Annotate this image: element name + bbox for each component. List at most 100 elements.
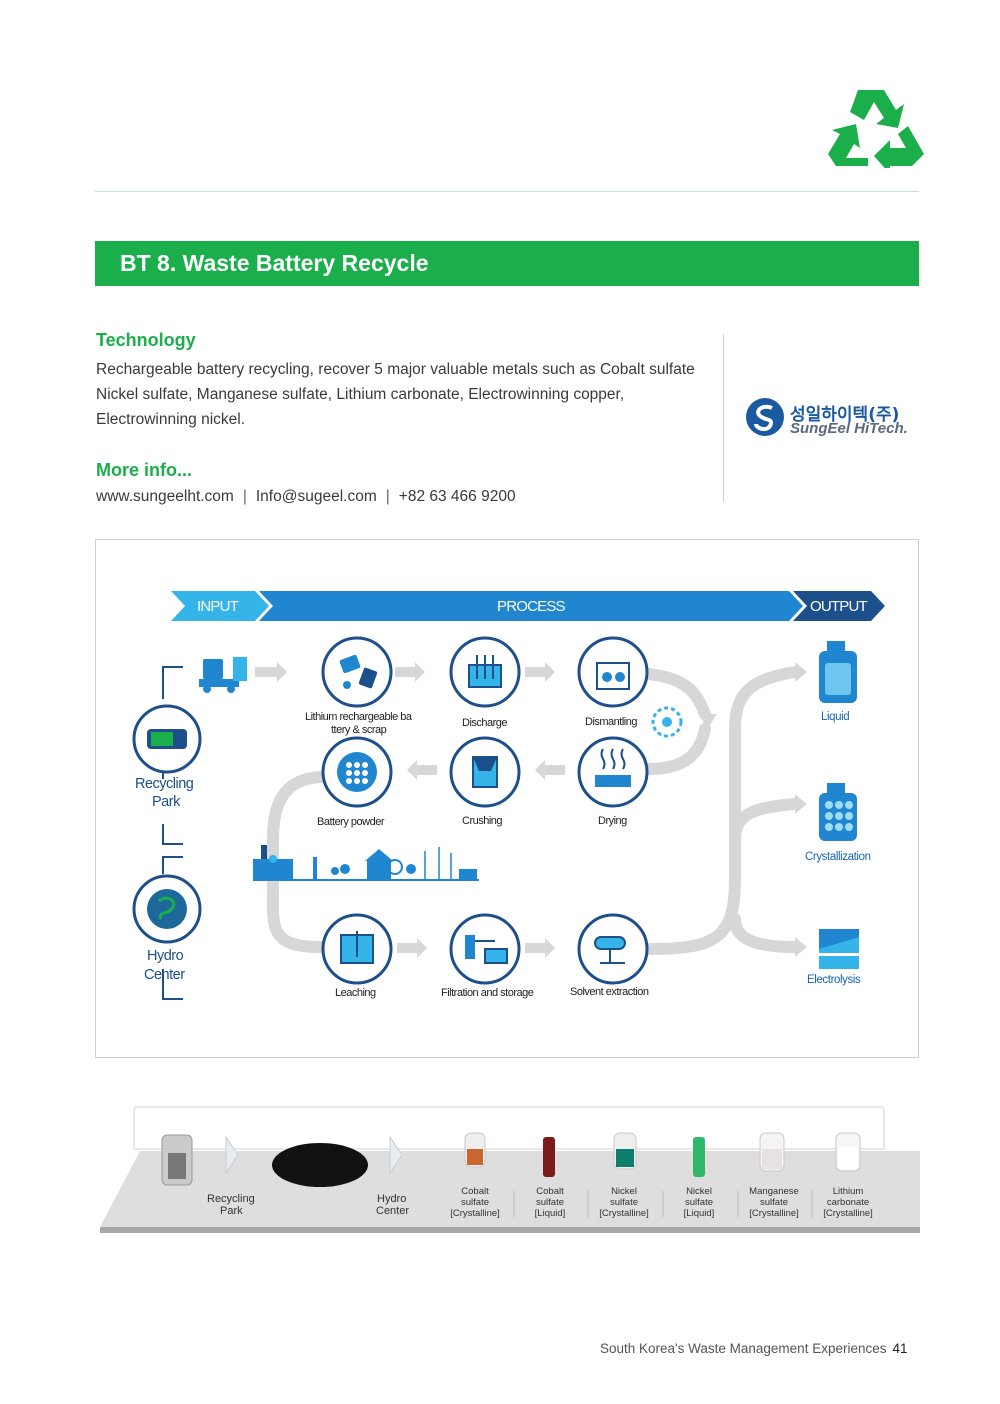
hydro-center-label-1: Hydro (147, 948, 184, 964)
filtration-icon (465, 935, 508, 964)
step-drying-circle (577, 736, 649, 808)
top-divider (95, 191, 919, 192)
input-band (171, 591, 269, 621)
product-2-line-2: sulfate (536, 1197, 564, 1208)
crystallization-bottle-icon (819, 783, 857, 841)
product-5-line-3: [Crystalline] (749, 1208, 799, 1219)
leaching-tank-icon (340, 931, 374, 964)
step-dismantling-label: Dismantling (585, 716, 637, 728)
powder-icon (337, 752, 377, 792)
cobalt-sulfate-liquid-vial-icon (543, 1137, 555, 1177)
step-crushing-label: Crushing (462, 815, 502, 827)
nickel-sulfate-crystalline-jar-icon (613, 1132, 637, 1170)
process-diagram: INPUT PROCESS OUTPUT (132, 591, 885, 1000)
recycling-park-label-1: Recycling (135, 776, 194, 792)
gear-icon (651, 706, 683, 738)
step-battery-powder-label: Battery powder (317, 816, 385, 828)
company-name-korean: 성일하이텍(주) (790, 405, 900, 425)
product-6-line-2: carbonate (827, 1197, 869, 1208)
flow-arrow (643, 723, 711, 775)
nickel-sulfate-liquid-vial-icon (693, 1137, 705, 1177)
footer-text: South Korea's Waste Management Experienc… (600, 1341, 887, 1356)
lithium-carbonate-crystalline-jar-icon (835, 1132, 861, 1172)
step-drying-label: Drying (598, 815, 627, 827)
vertical-divider (723, 334, 724, 502)
process-band-label: PROCESS (497, 598, 566, 615)
battery-scrap-icon (339, 654, 378, 689)
black-powder-icon (272, 1143, 368, 1187)
product-1-line-1: Cobalt (461, 1186, 489, 1197)
technology-description: Rechargeable battery recycling, recover … (96, 361, 695, 428)
page-footer: South Korea's Waste Management Experienc… (600, 1341, 908, 1356)
manganese-sulfate-crystalline-jar-icon (759, 1132, 785, 1172)
output-liquid-label: Liquid (821, 711, 849, 723)
process-diagram-frame (95, 539, 919, 1058)
input-band-label: INPUT (197, 598, 239, 615)
product-4-line-2: sulfate (685, 1197, 713, 1208)
output-electrolysis-label: Electrolysis (807, 974, 861, 986)
product-6-line-1: Lithium (833, 1186, 864, 1197)
company-name-english: SungEel HiTech. (790, 420, 908, 437)
product-2-line-1: Cobalt (536, 1186, 564, 1197)
flow-arrow (643, 666, 801, 955)
flow-arrow (729, 913, 801, 953)
discharge-tank-icon (468, 655, 502, 688)
step-lithium-label-2: ttery & scrap (331, 724, 387, 736)
city-skyline-icon (253, 845, 479, 881)
strip-hydro-label-1: Hydro (377, 1193, 406, 1205)
process-band (259, 591, 803, 621)
product-4-line-3: [Liquid] (684, 1208, 715, 1219)
dismantling-machine-icon (596, 662, 630, 690)
electrolysis-icon (819, 929, 859, 969)
product-strip: Recycling Park Hydro Center Cobalt sulfa… (100, 1106, 920, 1233)
product-6-line-3: [Crystalline] (823, 1208, 873, 1219)
title-bar (95, 241, 919, 286)
strip-recycling-label-1: Recycling (207, 1193, 255, 1205)
product-1-line-2: sulfate (461, 1197, 489, 1208)
contact-line: www.sungeelht.com|Info@sugeel.com|+82 63… (96, 488, 516, 505)
product-1-line-3: [Crystalline] (450, 1208, 500, 1219)
company-logo-mark-icon (746, 398, 784, 436)
forklift-icon (199, 657, 247, 693)
output-band (793, 591, 885, 621)
hydro-center-label-2: Center (144, 967, 185, 983)
step-lithium-label-1: Lithium rechargeable ba (305, 711, 413, 723)
battery-glass-icon (161, 1134, 193, 1186)
step-solvent-label: Solvent extraction (570, 986, 649, 998)
flow-arrow (267, 771, 327, 953)
arrow-head (795, 662, 807, 682)
step-lithium-circle (321, 636, 393, 708)
crusher-icon (472, 756, 498, 788)
arrow-head (795, 937, 807, 957)
product-5-line-1: Manganese (749, 1186, 799, 1197)
output-crystallization-label: Crystallization (805, 851, 871, 863)
solvent-extraction-icon (594, 936, 626, 964)
website-link[interactable]: www.sungeelht.com (96, 488, 234, 505)
technology-heading: Technology (96, 330, 196, 350)
step-leaching-label: Leaching (335, 987, 376, 999)
step-discharge-label: Discharge (462, 717, 507, 729)
strip-hydro-label-2: Center (376, 1205, 409, 1217)
step-filtration-label: Filtration and storage (441, 987, 534, 999)
strip-recycling-label-2: Park (220, 1205, 243, 1217)
recycle-icon (828, 90, 924, 168)
dryer-icon (595, 748, 631, 787)
flow-arrow (729, 798, 801, 845)
arrow-head (699, 714, 717, 729)
product-5-line-2: sulfate (760, 1197, 788, 1208)
page-number: 41 (892, 1341, 908, 1356)
product-3-line-1: Nickel (611, 1186, 637, 1197)
arrow-head (795, 794, 807, 814)
cobalt-sulfate-crystalline-jar-icon (464, 1132, 486, 1168)
recycling-park-label-2: Park (152, 794, 181, 810)
phone-number: +82 63 466 9200 (398, 488, 516, 505)
product-3-line-3: [Crystalline] (599, 1208, 649, 1219)
page-title: BT 8. Waste Battery Recycle (120, 250, 429, 276)
more-info-heading: More info... (96, 460, 192, 480)
product-4-line-1: Nickel (686, 1186, 712, 1197)
liquid-bottle-icon (819, 641, 857, 703)
output-band-label: OUTPUT (810, 598, 868, 615)
product-2-line-3: [Liquid] (535, 1208, 566, 1219)
email-link[interactable]: Info@sugeel.com (255, 488, 377, 505)
product-3-line-2: sulfate (610, 1197, 638, 1208)
